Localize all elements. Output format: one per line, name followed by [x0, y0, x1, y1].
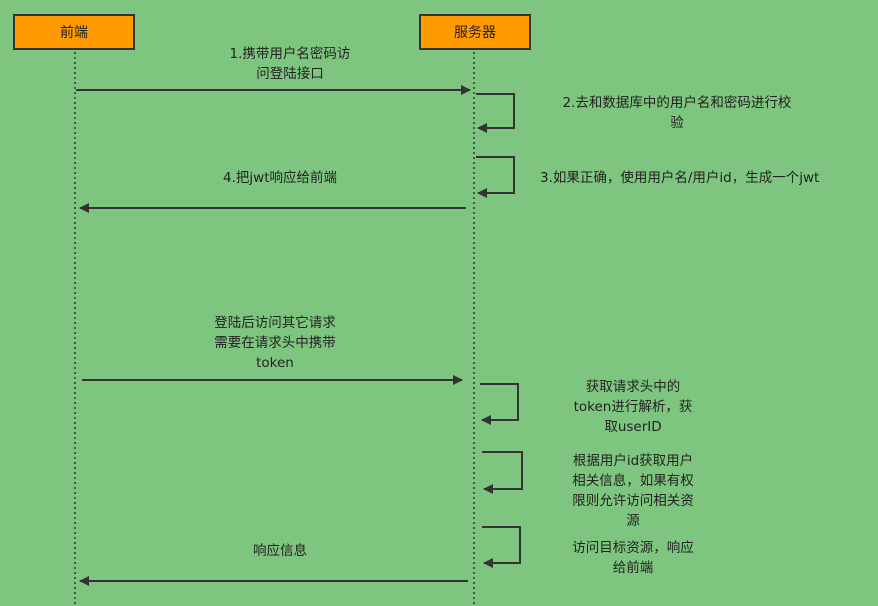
message-user-info: 根据用户id获取用户 相关信息，如果有权 限则允许访问相关资 源: [572, 453, 694, 529]
message-jwt-response: 4.把jwt响应给前端: [223, 170, 337, 186]
server-actor: 服务器: [419, 14, 531, 50]
message-parse-token: 获取请求头中的 token进行解析，获 取userID: [573, 379, 693, 435]
arrow-validate-loop: [476, 93, 515, 133]
frontend-actor: 前端: [13, 14, 135, 50]
message-validate: 2.去和数据库中的用户名和密码进行校 验: [562, 95, 792, 131]
message-final-response: 响应信息: [253, 543, 307, 559]
arrow-access-resource-loop: [482, 526, 521, 568]
message-access-resource: 访问目标资源，响应 给前端: [572, 540, 694, 576]
message-login-request: 1.携带用户名密码访 问登陆接口: [229, 46, 351, 82]
arrow-parse-token-loop: [480, 383, 519, 425]
message-generate-jwt: 3.如果正确，使用用户名/用户id，生成一个jwt: [540, 170, 820, 186]
frontend-actor-label: 前端: [60, 25, 88, 41]
arrow-user-info-loop: [482, 451, 523, 494]
arrow-generate-jwt-loop: [476, 156, 515, 198]
server-actor-label: 服务器: [454, 25, 496, 41]
message-token-request: 登陆后访问其它请求 需要在请求头中携带 token: [214, 315, 336, 371]
